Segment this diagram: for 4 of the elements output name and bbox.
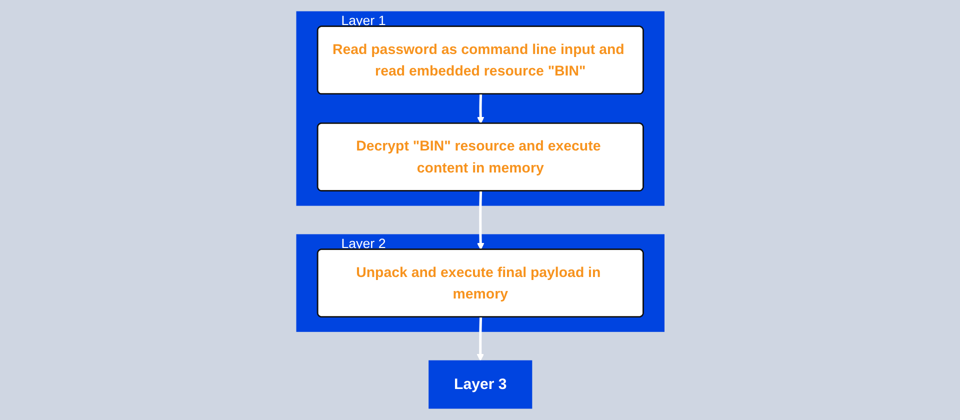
- arrow: [476, 317, 484, 362]
- arrow: [476, 94, 484, 124]
- node-box: Layer 3: [428, 360, 532, 409]
- arrow: [476, 191, 484, 250]
